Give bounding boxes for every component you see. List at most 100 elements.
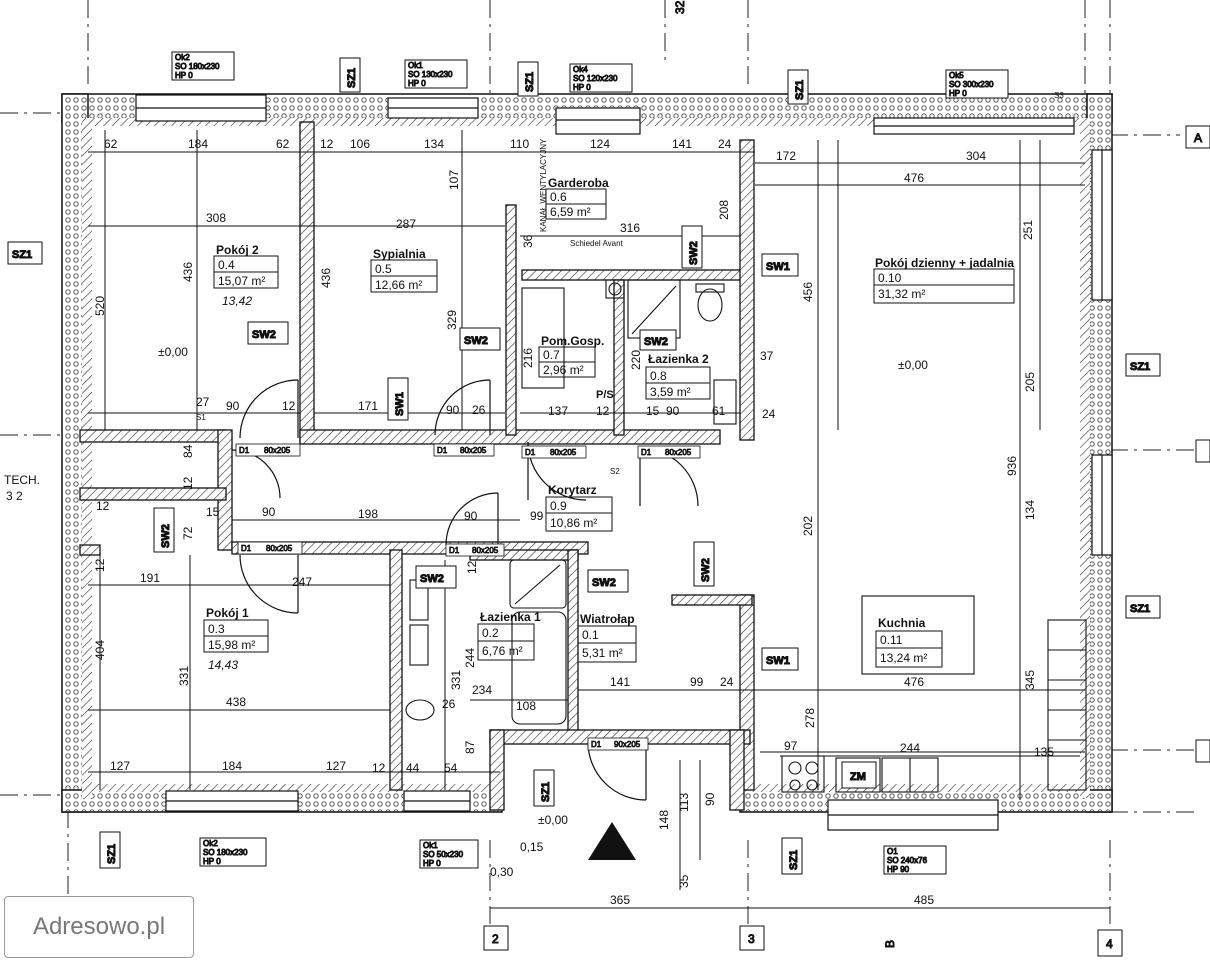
dim: 184 xyxy=(222,759,242,773)
dim: 36 xyxy=(521,234,535,248)
dim: 61 xyxy=(712,404,726,418)
dim: 27 xyxy=(196,395,210,409)
dim: 404 xyxy=(93,640,107,660)
dim: 436 xyxy=(319,268,333,288)
washbasin-lazienka-2 xyxy=(713,379,737,425)
dim: 124 xyxy=(590,137,610,151)
fixtures xyxy=(405,279,1087,793)
room-number: 0.6 xyxy=(550,190,567,204)
dim: 90 xyxy=(226,399,240,413)
dim: 108 xyxy=(516,699,536,713)
room-number: 0.9 xyxy=(550,499,567,513)
svg-text:SZ1: SZ1 xyxy=(524,72,536,92)
room-number: 0.3 xyxy=(208,622,225,636)
svg-text:SO 50x230: SO 50x230 xyxy=(423,850,464,859)
svg-text:80x205: 80x205 xyxy=(550,448,577,457)
room-name: Garderoba xyxy=(548,176,609,190)
svg-text:SZ1: SZ1 xyxy=(1130,603,1150,615)
dim: 936 xyxy=(1005,456,1019,476)
tech-sub-label: 3 2 xyxy=(6,489,23,503)
level-marks: ±0,00 ±0,00 ±0,00 0,15 0,30 P/S S1 S2 S3 xyxy=(158,91,1064,879)
dim: 191 xyxy=(140,571,160,585)
dim: 365 xyxy=(610,893,630,907)
svg-text:SW2: SW2 xyxy=(252,329,276,341)
dim: 62 xyxy=(104,137,118,151)
dimension-lines xyxy=(88,130,1110,909)
stairs xyxy=(1047,619,1087,791)
room-name: Wiatrołap xyxy=(580,612,635,626)
wall-tags: SZ1 SZ1 SZ1 SZ1 SZ1 SZ1 SZ1 SZ1 SZ1 SW2 … xyxy=(7,57,1161,875)
dim: 15 xyxy=(646,404,660,418)
svg-text:D1: D1 xyxy=(239,446,250,455)
axis-marker-b xyxy=(1195,439,1210,463)
svg-text:SZ1: SZ1 xyxy=(794,80,806,100)
dim: 171 xyxy=(358,399,378,413)
dim: 329 xyxy=(445,310,459,330)
room-korytarz: Korytarz 0.9 10,86 m² xyxy=(545,483,613,532)
room-name: Łazienka 1 xyxy=(480,610,541,624)
dim: 26 xyxy=(442,697,456,711)
dim: 216 xyxy=(521,348,535,368)
svg-text:SO 180x230: SO 180x230 xyxy=(175,62,220,71)
watermark-adresowo: Adresowo.pl xyxy=(4,896,194,958)
room-area: 31,32 m² xyxy=(878,287,925,301)
svg-text:SW2: SW2 xyxy=(420,573,444,585)
svg-text:SZ1: SZ1 xyxy=(12,249,32,261)
svg-text:HP 90: HP 90 xyxy=(887,865,910,874)
dim: 99 xyxy=(530,509,544,523)
tag-sw2-lazienka-1: SW2 xyxy=(415,565,457,589)
dim: 24 xyxy=(720,675,734,689)
svg-text:HP 0: HP 0 xyxy=(203,857,221,866)
dim: 137 xyxy=(548,404,568,418)
tag-sw2-tech: SW2 xyxy=(153,507,175,553)
room-area: 6,76 m² xyxy=(482,644,523,658)
room-pom-gosp: Pom.Gosp. 0.7 2,96 m² xyxy=(538,334,604,378)
svg-text:D1: D1 xyxy=(525,448,536,457)
ps-label: P/S xyxy=(596,389,614,401)
dim: 287 xyxy=(396,217,416,231)
dim: 12 xyxy=(596,404,610,418)
room-number: 0.8 xyxy=(650,369,667,383)
room-lazienka-2: Łazienka 2 0.8 3,59 m² xyxy=(645,352,711,400)
dim: 62 xyxy=(276,137,290,151)
svg-text:SW2: SW2 xyxy=(688,241,700,265)
dim: 316 xyxy=(620,221,640,235)
svg-text:HP 0: HP 0 xyxy=(175,71,193,80)
s1-label: S1 xyxy=(196,413,206,422)
toilet-lazienka-1 xyxy=(405,699,435,721)
handwritten-area: 14,43 xyxy=(208,658,238,672)
level-entrance: ±0,00 xyxy=(538,813,568,827)
svg-text:SO 180x230: SO 180x230 xyxy=(203,848,248,857)
svg-text:SW2: SW2 xyxy=(592,577,616,589)
dim: 87 xyxy=(463,740,477,754)
axis-marker-2: 2 xyxy=(483,925,509,951)
dim: 12 xyxy=(372,761,386,775)
room-wiatrolap: Wiatrołap 0.1 5,31 m² xyxy=(577,612,637,663)
svg-text:SW2: SW2 xyxy=(644,336,668,348)
dim: 202 xyxy=(801,516,815,536)
dim: 24 xyxy=(762,407,776,421)
axis-lines xyxy=(0,0,1195,930)
room-sypialnia: Sypialnia 0.5 12,66 m² xyxy=(370,247,438,293)
tag-sz1-top-2: SZ1 xyxy=(517,61,539,97)
axis-markers: A 2 3 4 B 32 xyxy=(483,0,1210,957)
dim: 135 xyxy=(1034,745,1054,759)
dim: 37 xyxy=(760,349,774,363)
dim: 436 xyxy=(181,262,195,282)
axis-top-number: 32 xyxy=(673,0,687,14)
dim: 345 xyxy=(1023,670,1037,690)
svg-text:2: 2 xyxy=(492,932,499,946)
dim: 72 xyxy=(181,526,195,540)
tag-sw1-lower: SW1 xyxy=(761,647,799,671)
room-number: 0.10 xyxy=(878,271,902,285)
dim: 12 xyxy=(465,560,479,574)
tag-sw1-sypialnia: SW1 xyxy=(387,377,409,421)
dim: 141 xyxy=(672,137,692,151)
